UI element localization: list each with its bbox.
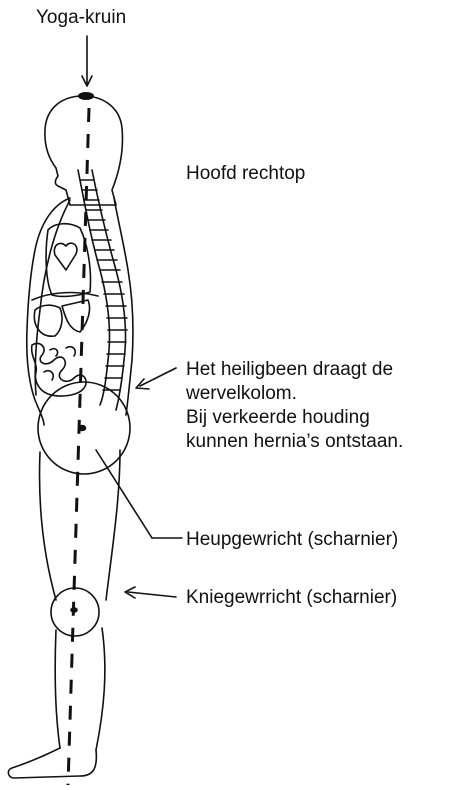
- lower-leg-outline: [55, 628, 105, 750]
- knee-label: Kniegewrricht (scharnier): [186, 586, 397, 610]
- upper-leg-outline: [40, 450, 120, 600]
- intestines: [32, 343, 86, 396]
- head-label: Hoofd rechtop: [186, 162, 305, 186]
- spine: [78, 170, 127, 410]
- liver: [62, 300, 90, 332]
- knee-arrow-line: [128, 592, 176, 597]
- sacrum-label: Het heiligbeen draagt de wervelkolom. Bi…: [186, 358, 403, 454]
- hip-pointer-line: [96, 450, 152, 538]
- sacrum-label-line-1: Het heiligbeen draagt de: [186, 358, 403, 382]
- hip-label: Heupgewricht (scharnier): [186, 528, 398, 552]
- lung: [46, 224, 90, 297]
- crown-label: Yoga-kruin: [36, 6, 126, 30]
- foot-outline: [8, 748, 96, 778]
- sacrum-label-line-4: kunnen hernia’s ontstaan.: [186, 430, 403, 454]
- head-outline: [45, 96, 123, 205]
- sacrum-arrow-line: [140, 368, 176, 386]
- crown-marker: [78, 92, 94, 100]
- heart: [54, 243, 77, 270]
- sacrum-label-line-3: Bij verkeerde houding: [186, 406, 403, 430]
- sacrum-label-line-2: wervelkolom.: [186, 382, 403, 406]
